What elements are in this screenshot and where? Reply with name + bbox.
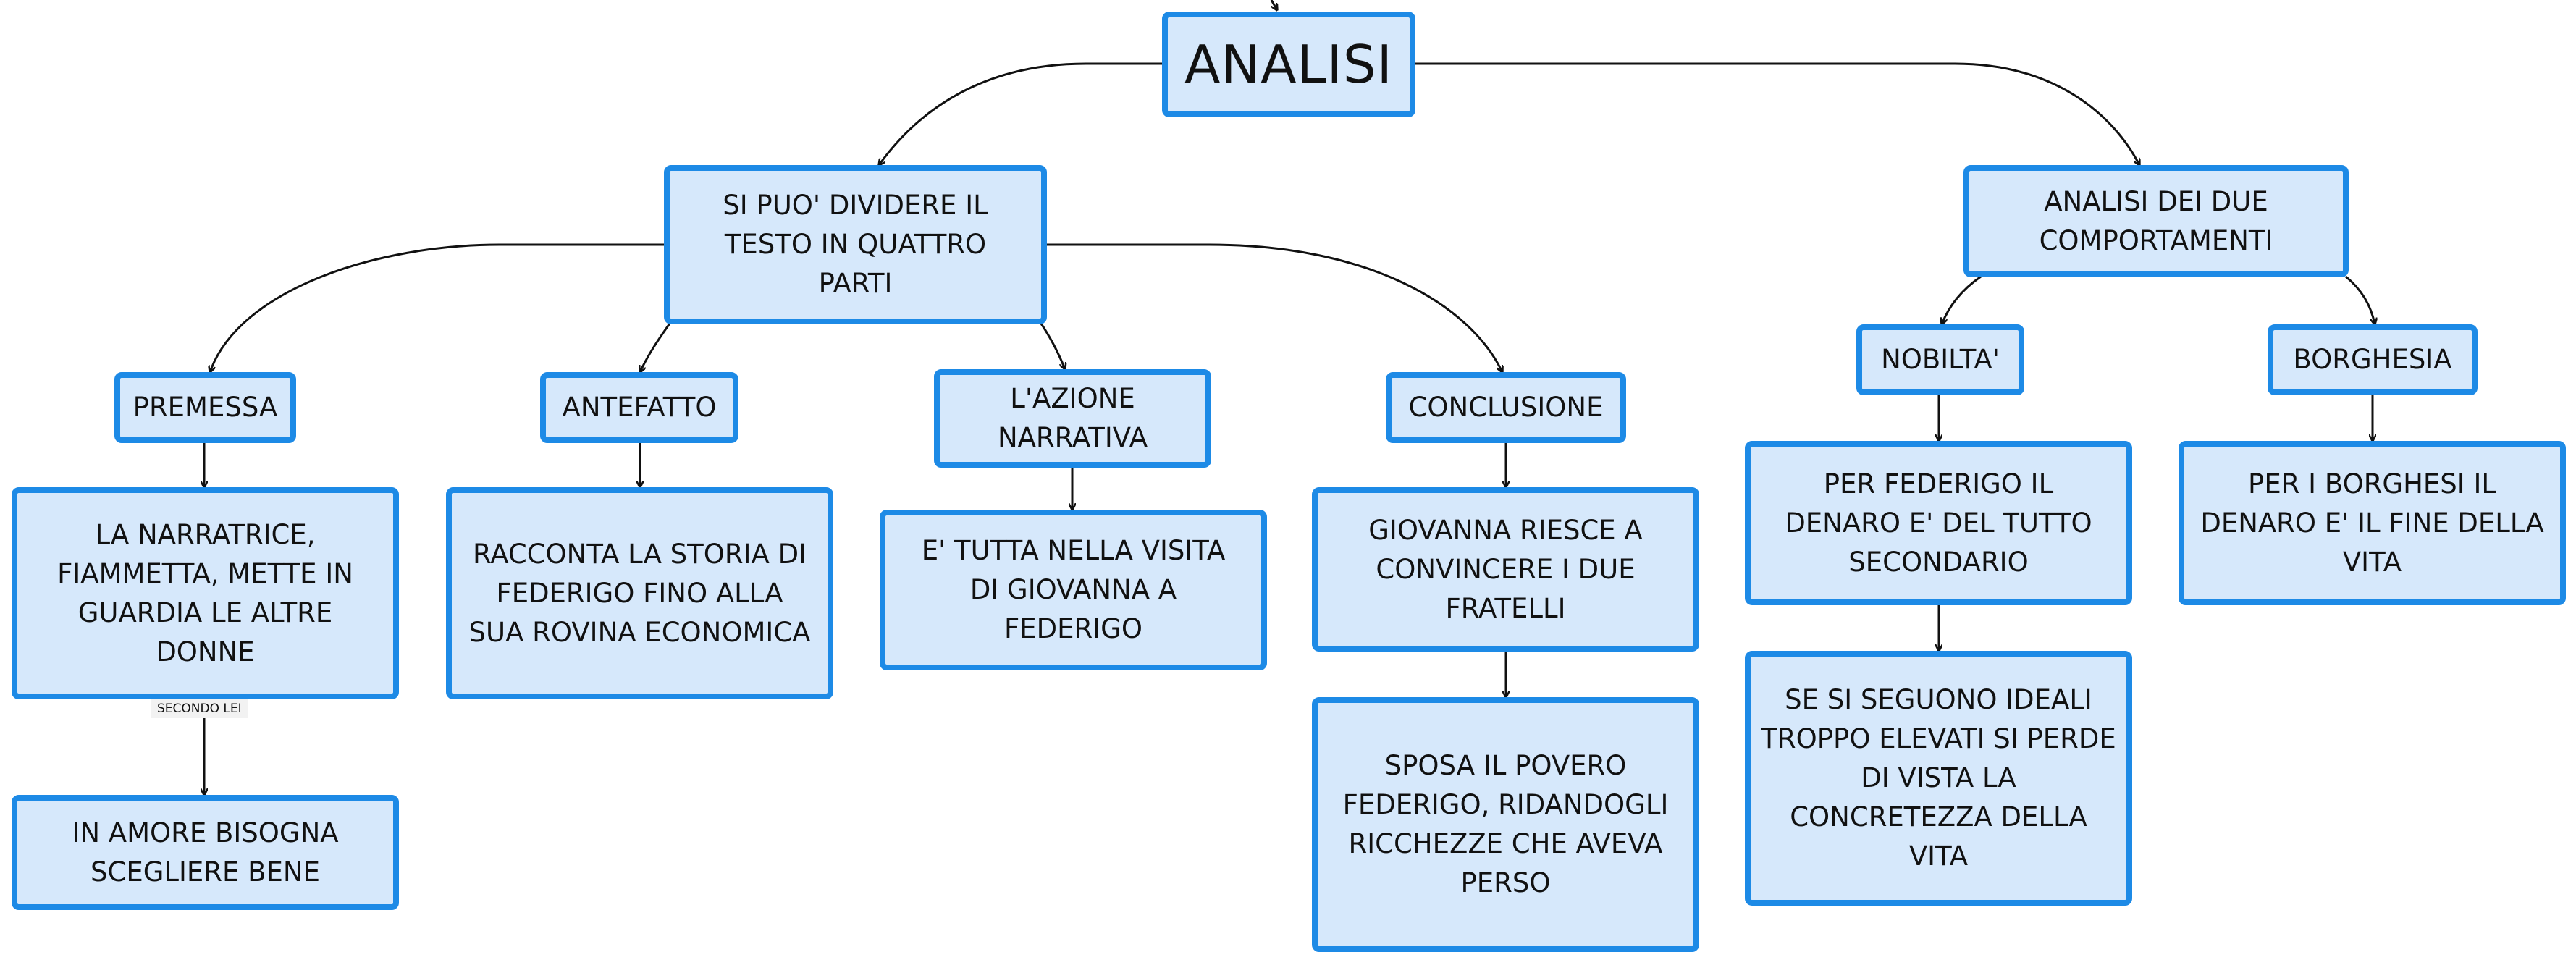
edge-label-secondo-lei: SECONDO LEI [151, 699, 248, 718]
node-azione-desc: E' TUTTA NELLA VISITA DI GIOVANNA A FEDE… [880, 510, 1267, 670]
edge-comportamenti-nobilta [1942, 275, 1982, 324]
node-conclusione: CONCLUSIONE [1386, 372, 1626, 443]
node-conclusione-desc2: SPOSA IL POVERO FEDERIGO, RIDANDOGLI RIC… [1312, 697, 1699, 952]
edge-comportamenti-borghesia [2345, 275, 2375, 324]
node-borghesia: BORGHESIA [2268, 324, 2478, 395]
edge-divide-premessa [210, 243, 664, 372]
node-premessa-desc: LA NARRATRICE, FIAMMETTA, METTE IN GUARD… [12, 487, 399, 699]
node-nobilta: NOBILTA' [1856, 324, 2024, 395]
node-premessa: PREMESSA [114, 372, 296, 443]
node-antefatto-desc: RACCONTA LA STORIA DI FEDERIGO FINO ALLA… [446, 487, 833, 699]
edge-root-comportamenti [1415, 62, 2139, 165]
node-nobilta-desc2: SE SI SEGUONO IDEALI TROPPO ELEVATI SI P… [1745, 651, 2132, 906]
edge-into-root [1270, 0, 1277, 10]
node-analisi: ANALISI [1162, 12, 1415, 117]
edge-root-divide [879, 62, 1162, 165]
edge-divide-azione [1038, 321, 1065, 369]
node-nobilta-desc: PER FEDERIGO IL DENARO E' DEL TUTTO SECO… [1745, 441, 2132, 605]
node-borghesia-desc: PER I BORGHESI IL DENARO E' IL FINE DELL… [2179, 441, 2566, 605]
node-divide-testo: SI PUO' DIVIDERE IL TESTO IN QUATTRO PAR… [664, 165, 1047, 324]
node-conclusione-desc: GIOVANNA RIESCE A CONVINCERE I DUE FRATE… [1312, 487, 1699, 652]
node-analisi-comportamenti: ANALISI DEI DUE COMPORTAMENTI [1963, 165, 2349, 277]
edge-divide-antefatto [640, 321, 673, 372]
node-azione-narrativa: L'AZIONE NARRATIVA [934, 369, 1211, 468]
node-antefatto: ANTEFATTO [540, 372, 738, 443]
edge-divide-conclusione [1047, 243, 1502, 372]
node-amore: IN AMORE BISOGNA SCEGLIERE BENE [12, 795, 399, 910]
